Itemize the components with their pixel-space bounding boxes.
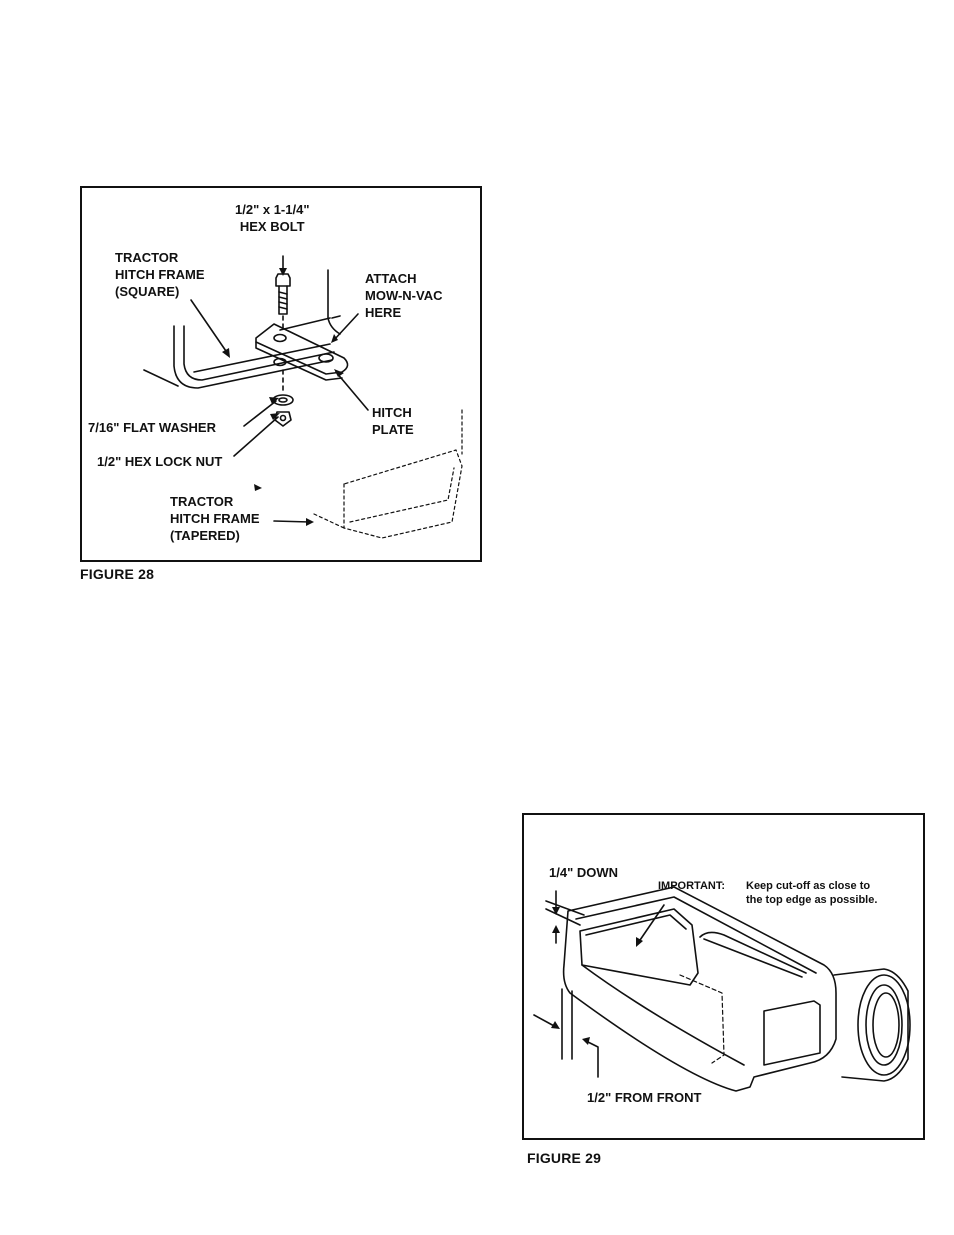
label-half-inch-from-front: 1/2" FROM FRONT	[587, 1089, 702, 1106]
label-important: IMPORTANT:	[658, 879, 725, 893]
label-hex-lock-nut: 1/2" HEX LOCK NUT	[97, 453, 222, 470]
figure-29-caption: FIGURE 29	[527, 1150, 601, 1166]
label-quarter-inch-down: 1/4" DOWN	[549, 864, 618, 881]
label-hitch-frame-tapered: TRACTOR HITCH FRAME (TAPERED)	[170, 493, 260, 544]
label-attach-mow-n-vac: ATTACH MOW-N-VAC HERE	[365, 270, 442, 321]
label-flat-washer: 7/16" FLAT WASHER	[88, 419, 216, 436]
label-hitch-frame-square: TRACTOR HITCH FRAME (SQUARE)	[115, 249, 205, 300]
figure-28-hitch-diagram: 1/2" x 1-1/4" HEX BOLT TRACTOR HITCH FRA…	[80, 186, 482, 562]
figure-29-cutoff-diagram: 1/4" DOWN IMPORTANT: Keep cut-off as clo…	[522, 813, 925, 1140]
figure-28-caption: FIGURE 28	[80, 566, 154, 582]
label-important-text: Keep cut-off as close to the top edge as…	[746, 879, 877, 907]
hitch-illustration	[82, 188, 480, 560]
label-hitch-plate: HITCH PLATE	[372, 404, 414, 438]
label-hex-bolt: 1/2" x 1-1/4" HEX BOLT	[235, 201, 309, 235]
